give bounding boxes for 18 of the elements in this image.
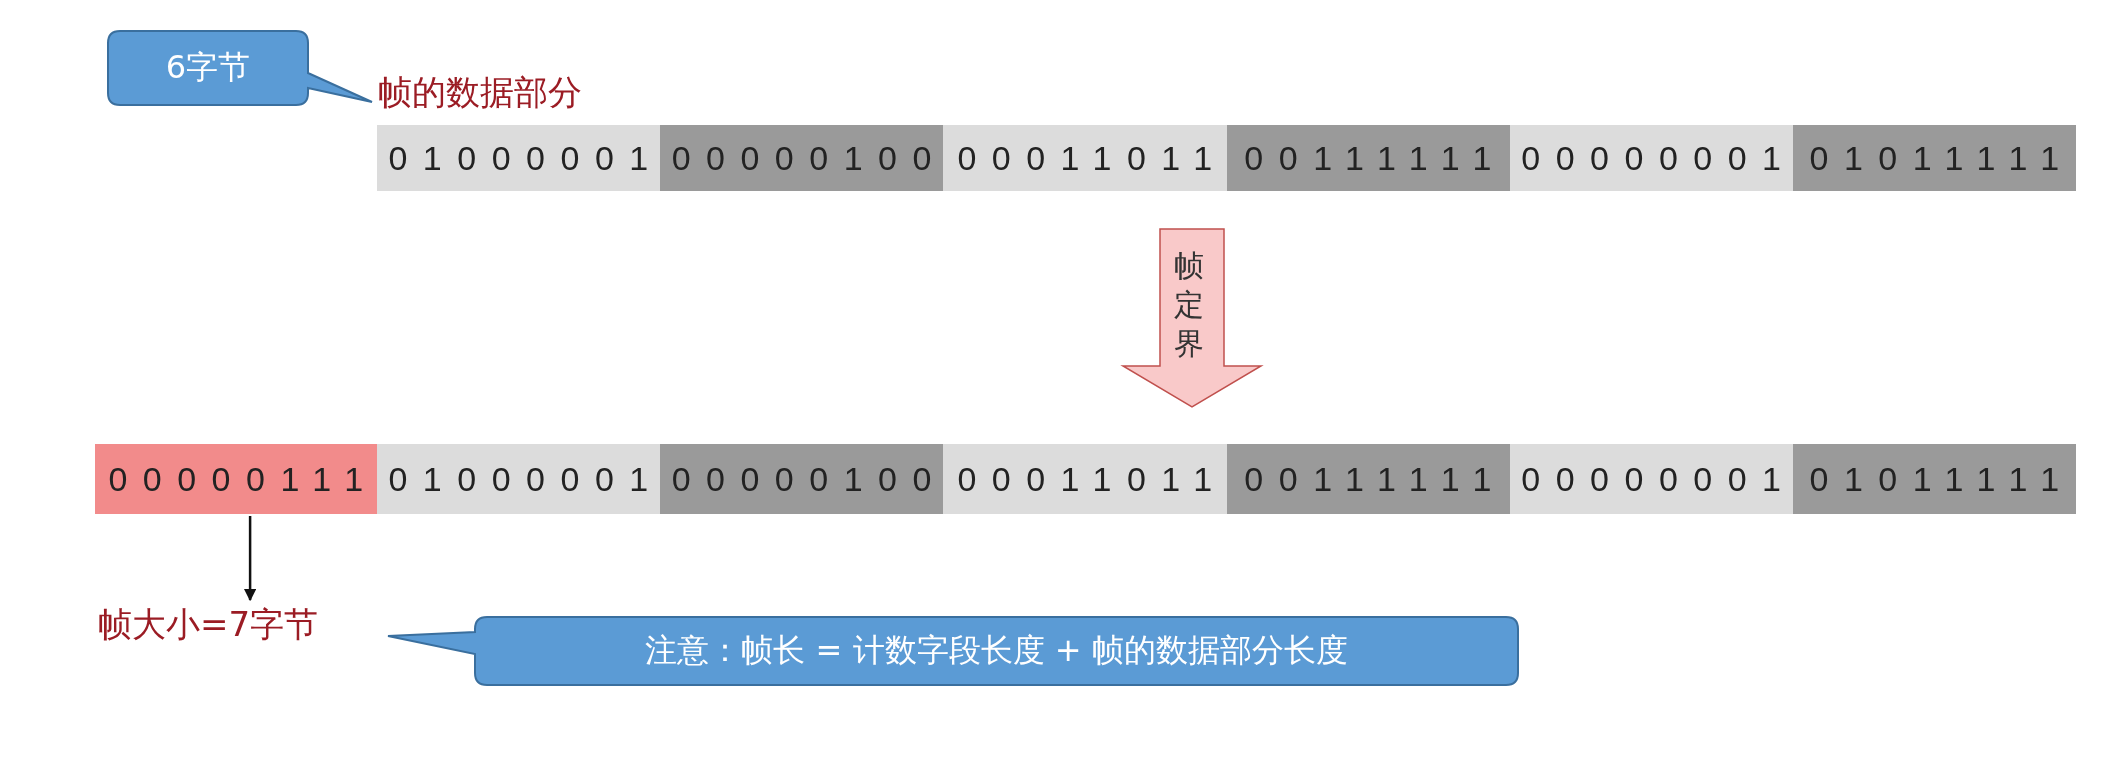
- block-arrow: 帧定界: [1122, 228, 1262, 408]
- data-byte-cell: 00000001: [1509, 444, 1793, 514]
- data-byte-cell: 00011011: [943, 125, 1227, 191]
- data-byte-cell: 00111111: [1226, 444, 1510, 514]
- data-byte-cell: 01011111: [1793, 444, 2077, 514]
- length-field-byte: 00000111: [95, 444, 377, 514]
- data-byte-cell: 01000001: [377, 125, 661, 191]
- data-byte-cell: 00111111: [1226, 125, 1510, 191]
- data-byte-cell: 00000100: [660, 125, 944, 191]
- data-byte-cell: 00011011: [943, 444, 1227, 514]
- annotation-text: 帧的数据部分: [378, 70, 678, 118]
- data-byte-cell: 01000001: [377, 444, 661, 514]
- arrow: [243, 516, 257, 602]
- callout-bubble: 注意：帧长 = 计数字段长度 + 帧的数据部分长度: [385, 614, 1520, 688]
- data-byte-cell: 00000100: [660, 444, 944, 514]
- data-byte-cell: 01011111: [1793, 125, 2077, 191]
- annotation-text: 帧大小=7字节: [98, 602, 388, 654]
- data-byte-cell: 00000001: [1509, 125, 1793, 191]
